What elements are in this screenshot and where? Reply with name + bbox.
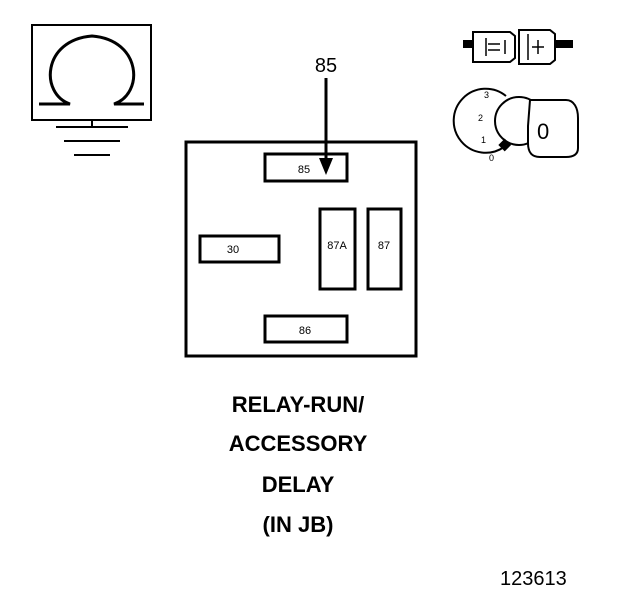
callout-arrow xyxy=(319,78,333,175)
terminal-87a xyxy=(318,207,357,291)
caption-line-3: DELAY xyxy=(261,472,335,497)
ignition-key-label: 0 xyxy=(537,119,549,144)
ignition-position-0: 0 xyxy=(489,153,494,163)
ohm-ground-icon xyxy=(31,24,152,156)
ignition-position-2: 2 xyxy=(478,113,483,123)
caption-line-2: ACCESSORY xyxy=(228,431,368,456)
caption-line-4: (IN JB) xyxy=(262,512,334,537)
figure-number: 123613 xyxy=(500,568,567,590)
terminal-30 xyxy=(198,234,281,264)
terminal-86-label: 86 xyxy=(299,325,311,337)
terminal-86 xyxy=(263,314,349,344)
caption-line-1: RELAY-RUN/ xyxy=(231,392,365,417)
ignition-position-1: 1 xyxy=(481,135,486,145)
terminal-85-label: 85 xyxy=(298,164,310,176)
connector-icon xyxy=(463,29,573,65)
ignition-key-icon: 0 3 2 1 0 xyxy=(452,87,579,163)
terminal-87-label: 87 xyxy=(378,240,390,252)
terminal-87 xyxy=(366,207,403,291)
terminal-30-label: 30 xyxy=(227,244,239,256)
callout-label-85: 85 xyxy=(315,55,337,77)
terminal-85 xyxy=(263,152,349,183)
terminal-87a-label: 87A xyxy=(327,240,347,252)
ignition-position-3: 3 xyxy=(484,90,489,100)
